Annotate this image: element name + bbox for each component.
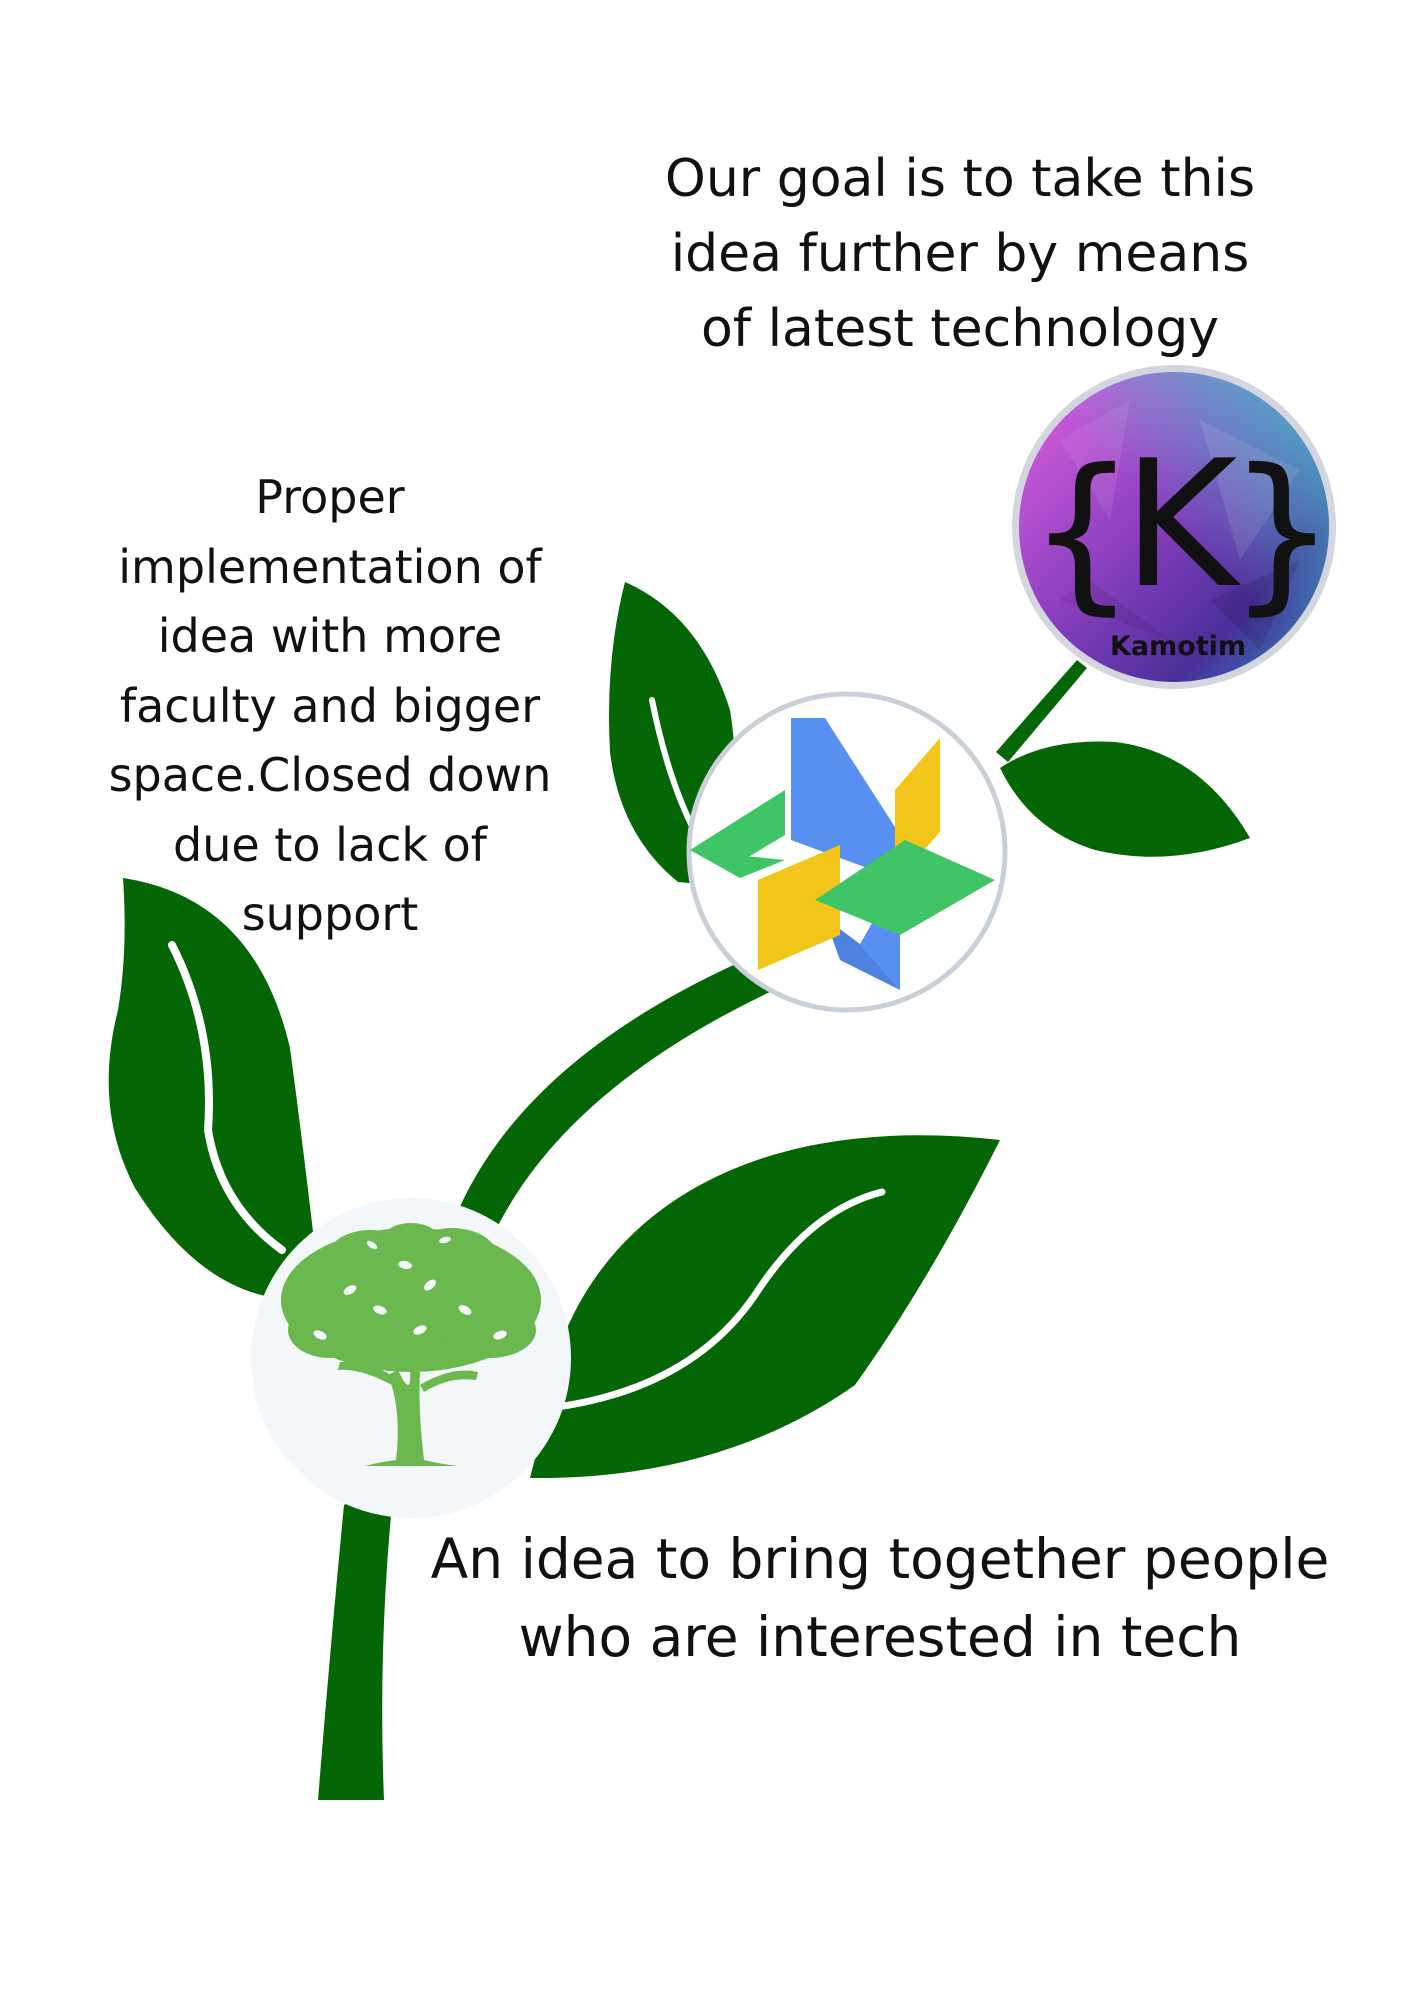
kamotim-label: Kamotim (1110, 631, 1246, 662)
main-stem (318, 1490, 392, 1800)
kamotim-stem (996, 660, 1087, 762)
caption-origin-idea: An idea to bring together people who are… (430, 1527, 1330, 1669)
kamotim-brace-left: { (1028, 433, 1136, 631)
leaf-right (1000, 741, 1250, 857)
kamotim-logo: { K } Kamotim (1012, 365, 1336, 689)
kamotim-brace-right: } (1228, 433, 1336, 631)
caption-implementation: Proper implementation of idea with more … (108, 470, 552, 941)
kamotim-letter-k: K (1123, 424, 1242, 627)
tree-logo (251, 1198, 571, 1518)
upper-stem (455, 962, 770, 1238)
caption-future-goal: Our goal is to take this idea further by… (664, 149, 1256, 359)
interlocking-star-logo (686, 691, 1008, 1013)
leaf-bottom-right (530, 1135, 1000, 1479)
leaf-bottom-left (108, 878, 319, 1300)
